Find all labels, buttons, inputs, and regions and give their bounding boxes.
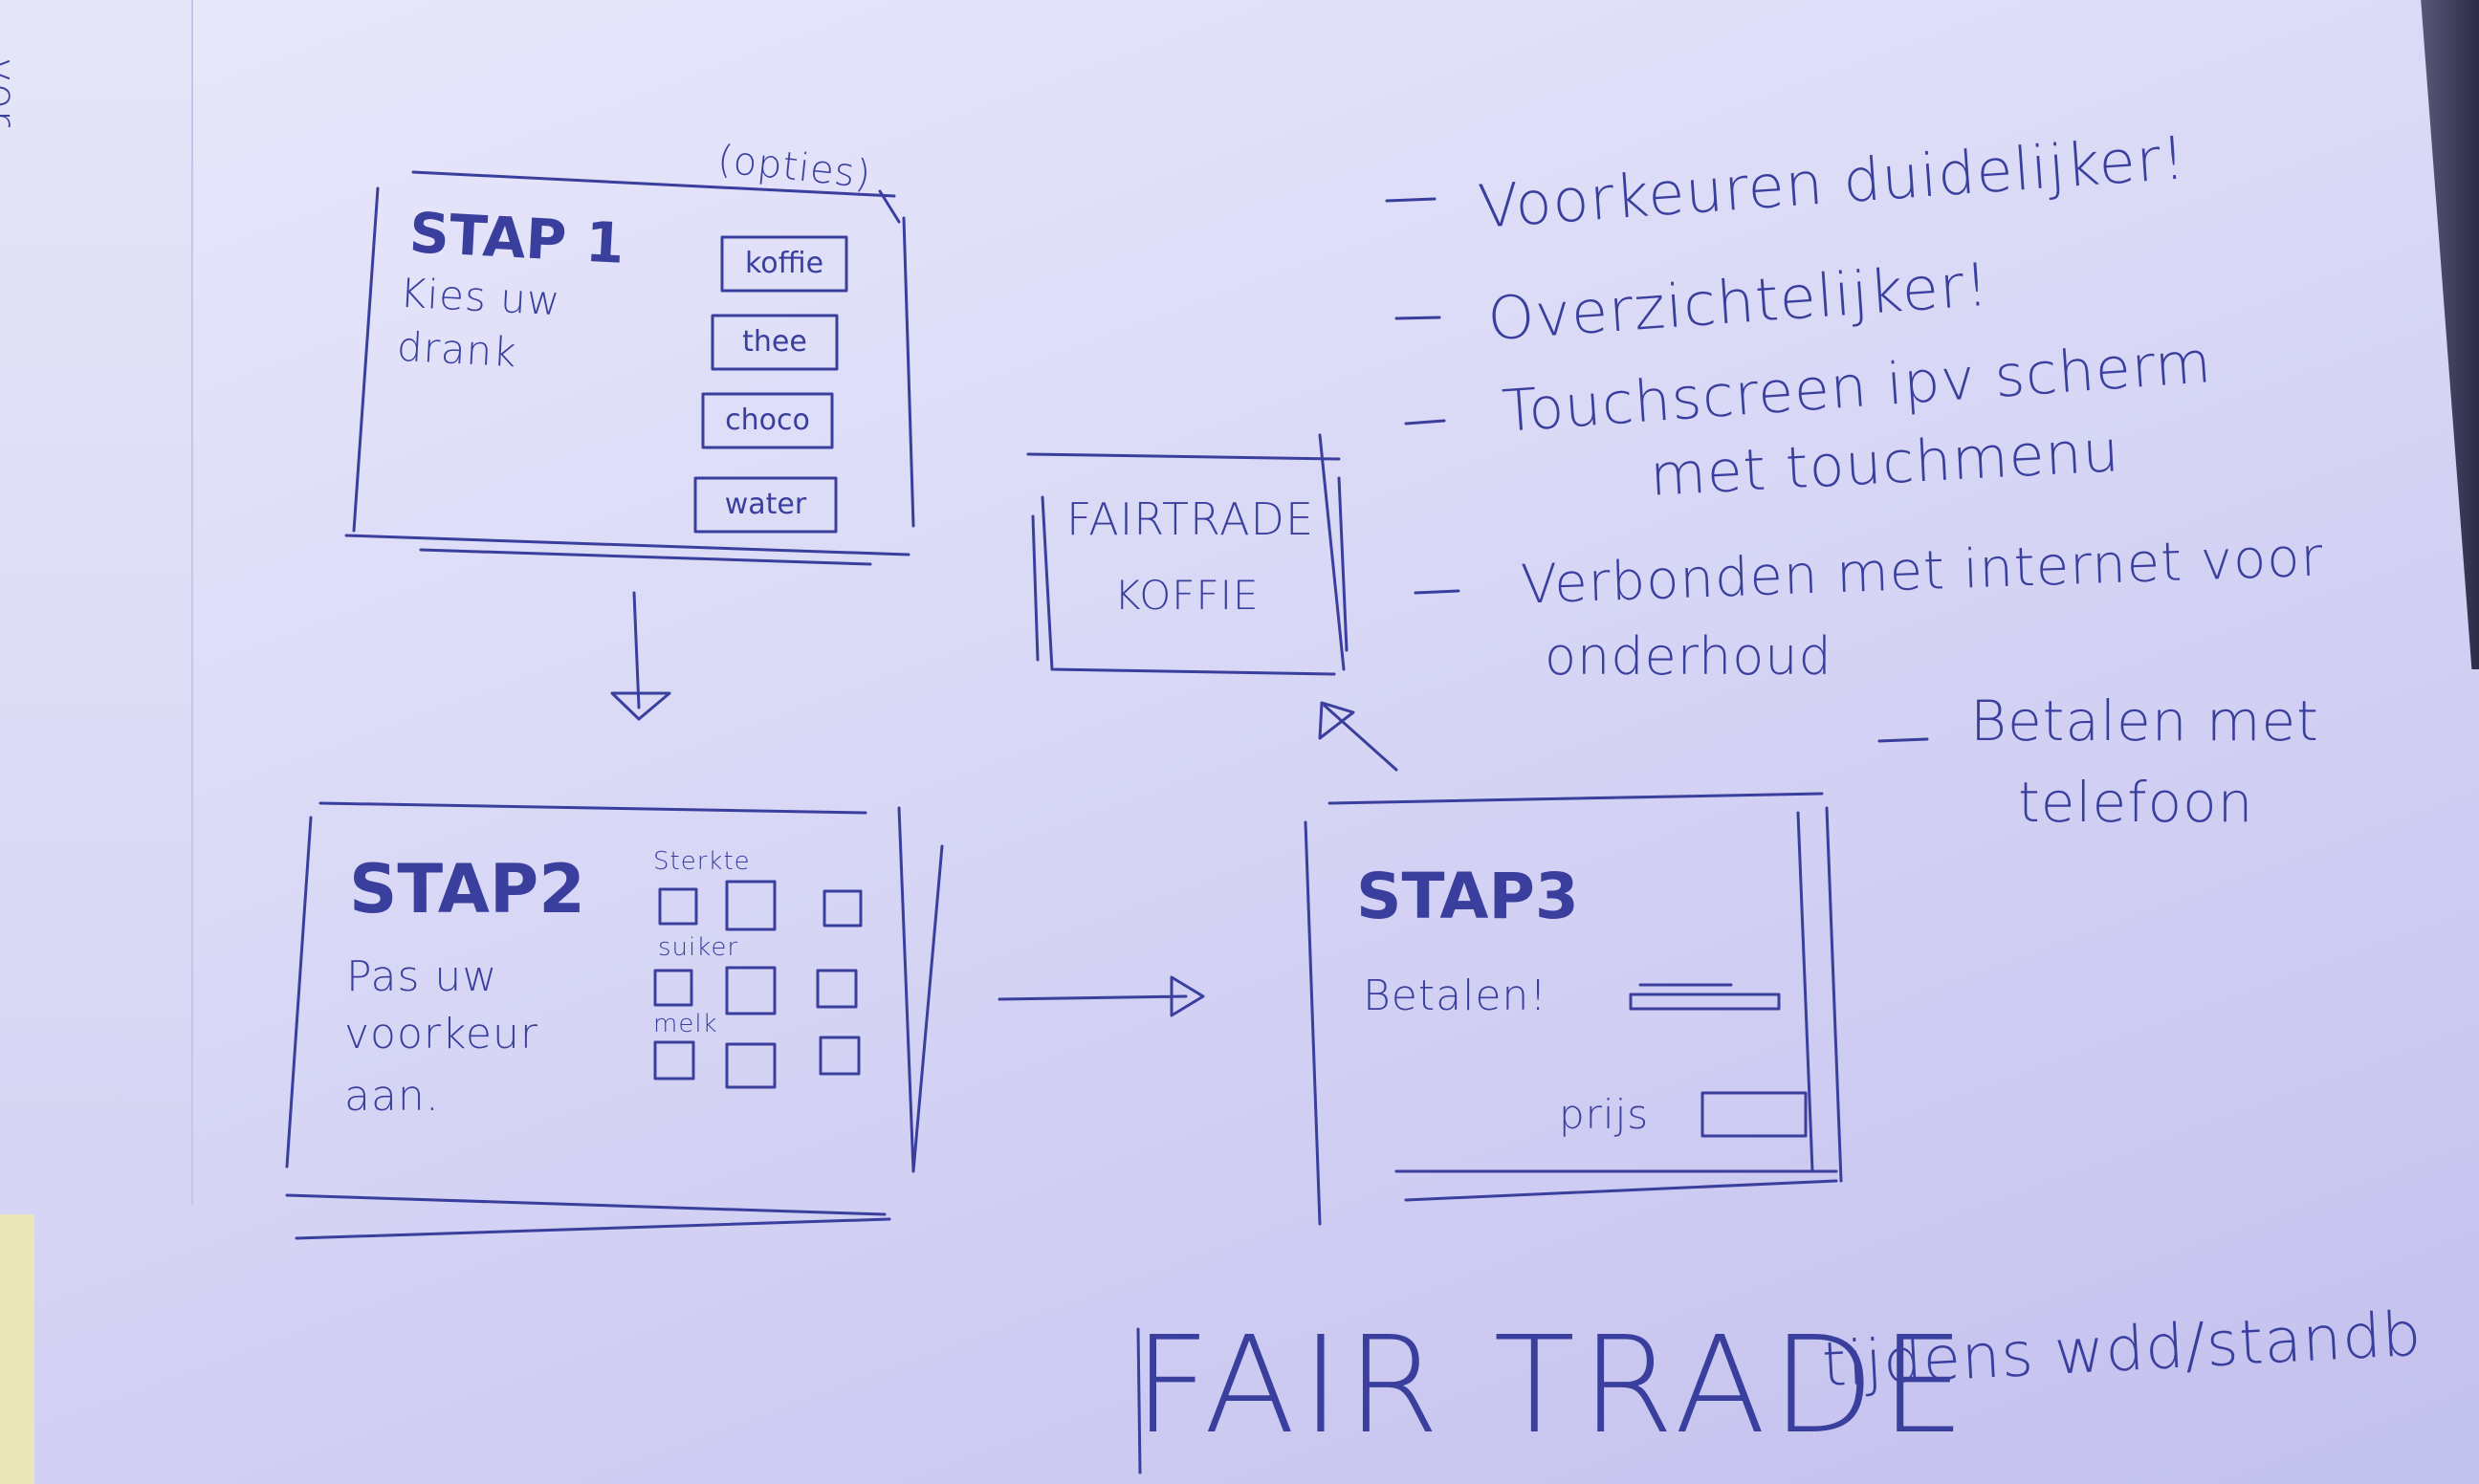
fairtrade-line2: KOFFIE xyxy=(1114,572,1260,619)
step3-price: prijs xyxy=(1559,1091,1650,1138)
minus-1 xyxy=(823,889,863,928)
mid-2 xyxy=(725,966,777,1015)
arrow-up-left xyxy=(1318,701,1398,772)
step1-title: STAP 1 xyxy=(407,200,626,276)
row-label-suiker: suiker xyxy=(658,933,739,962)
step3-pay: Betalen! xyxy=(1363,971,1547,1020)
arrow-down xyxy=(610,591,671,721)
card-slot xyxy=(1629,983,1781,1011)
step2-title: STAP2 xyxy=(349,850,585,928)
note-5b: telefoon xyxy=(2018,770,2254,835)
step3-frame xyxy=(1304,792,1843,1226)
minus-2 xyxy=(816,969,858,1009)
btn-frame-choco xyxy=(701,392,834,449)
arrow-right xyxy=(998,975,1205,1017)
plus-2 xyxy=(653,969,693,1007)
margin-note: vor xyxy=(0,57,25,129)
step2-frame xyxy=(285,801,944,1240)
step1-frame xyxy=(344,170,915,566)
step3-title: STAP3 xyxy=(1356,860,1579,933)
mid-1 xyxy=(725,880,777,931)
btn-frame-water xyxy=(693,476,838,534)
option-koffie[interactable]: koffie xyxy=(744,247,824,280)
fairtrade-frame xyxy=(1026,433,1349,676)
step2-line2: voorkeur xyxy=(344,1010,538,1058)
step2-line1: Pas uw xyxy=(346,952,498,1001)
option-thee[interactable]: thee xyxy=(742,325,807,359)
sticky-note xyxy=(0,1214,34,1484)
underlying-sheet xyxy=(0,0,193,1205)
plus-3 xyxy=(653,1040,695,1080)
btn-frame-thee xyxy=(711,314,839,371)
price-box xyxy=(1700,1091,1808,1138)
btn-frame-koffie xyxy=(720,235,848,293)
row-label-melk: melk xyxy=(653,1010,718,1038)
step2-line3: aan. xyxy=(344,1072,440,1121)
footer-fairtrade: FAIR TRADE xyxy=(1133,1308,1971,1464)
option-choco[interactable]: choco xyxy=(725,404,810,437)
option-water[interactable]: water xyxy=(724,488,807,521)
mid-3 xyxy=(725,1042,777,1089)
note-5a: Betalen met xyxy=(1970,688,2319,753)
step1-line2: drank xyxy=(395,322,518,377)
row-label-sterkte: Sterkte xyxy=(653,847,751,876)
plus-1 xyxy=(658,887,698,926)
step1-line1: Kies uw xyxy=(398,269,562,325)
fairtrade-line1: FAIRTRADE xyxy=(1066,493,1315,545)
minus-3 xyxy=(819,1036,861,1076)
note-4b: onderhoud xyxy=(1545,626,1832,687)
